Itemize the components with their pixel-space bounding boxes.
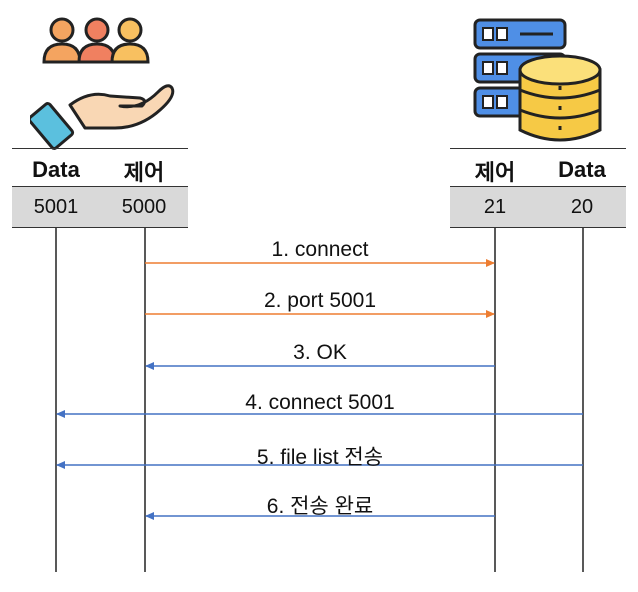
message-label-3: 3. OK bbox=[293, 341, 347, 364]
client-control-port: 5000 bbox=[121, 196, 167, 218]
client-header-top-rule bbox=[12, 148, 188, 149]
server-database-icon bbox=[473, 18, 602, 142]
server-data-label: Data bbox=[558, 157, 606, 182]
server-data-port: 20 bbox=[570, 196, 594, 218]
user-group-hand-icon bbox=[30, 17, 175, 150]
message-label-1: 1. connect bbox=[271, 238, 369, 261]
client-data-port: 5001 bbox=[33, 196, 79, 218]
message-label-5: 5. file list 전송 bbox=[256, 446, 384, 469]
client-control-label: 제어 bbox=[123, 160, 165, 185]
server-header-top-rule bbox=[450, 148, 626, 149]
client-band-bottom-rule bbox=[12, 227, 188, 228]
server-control-port: 21 bbox=[483, 196, 507, 218]
client-band-top-rule bbox=[12, 186, 188, 187]
client-port-band bbox=[12, 186, 188, 228]
server-control-label: 제어 bbox=[474, 160, 516, 185]
client-data-label: Data bbox=[32, 157, 80, 182]
server-band-bottom-rule bbox=[450, 227, 626, 228]
message-label-6: 6. 전송 완료 bbox=[266, 495, 374, 518]
server-port-band bbox=[450, 186, 626, 228]
message-label-2: 2. port 5001 bbox=[263, 289, 377, 312]
message-label-4: 4. connect 5001 bbox=[245, 391, 395, 414]
server-band-top-rule bbox=[450, 186, 626, 187]
